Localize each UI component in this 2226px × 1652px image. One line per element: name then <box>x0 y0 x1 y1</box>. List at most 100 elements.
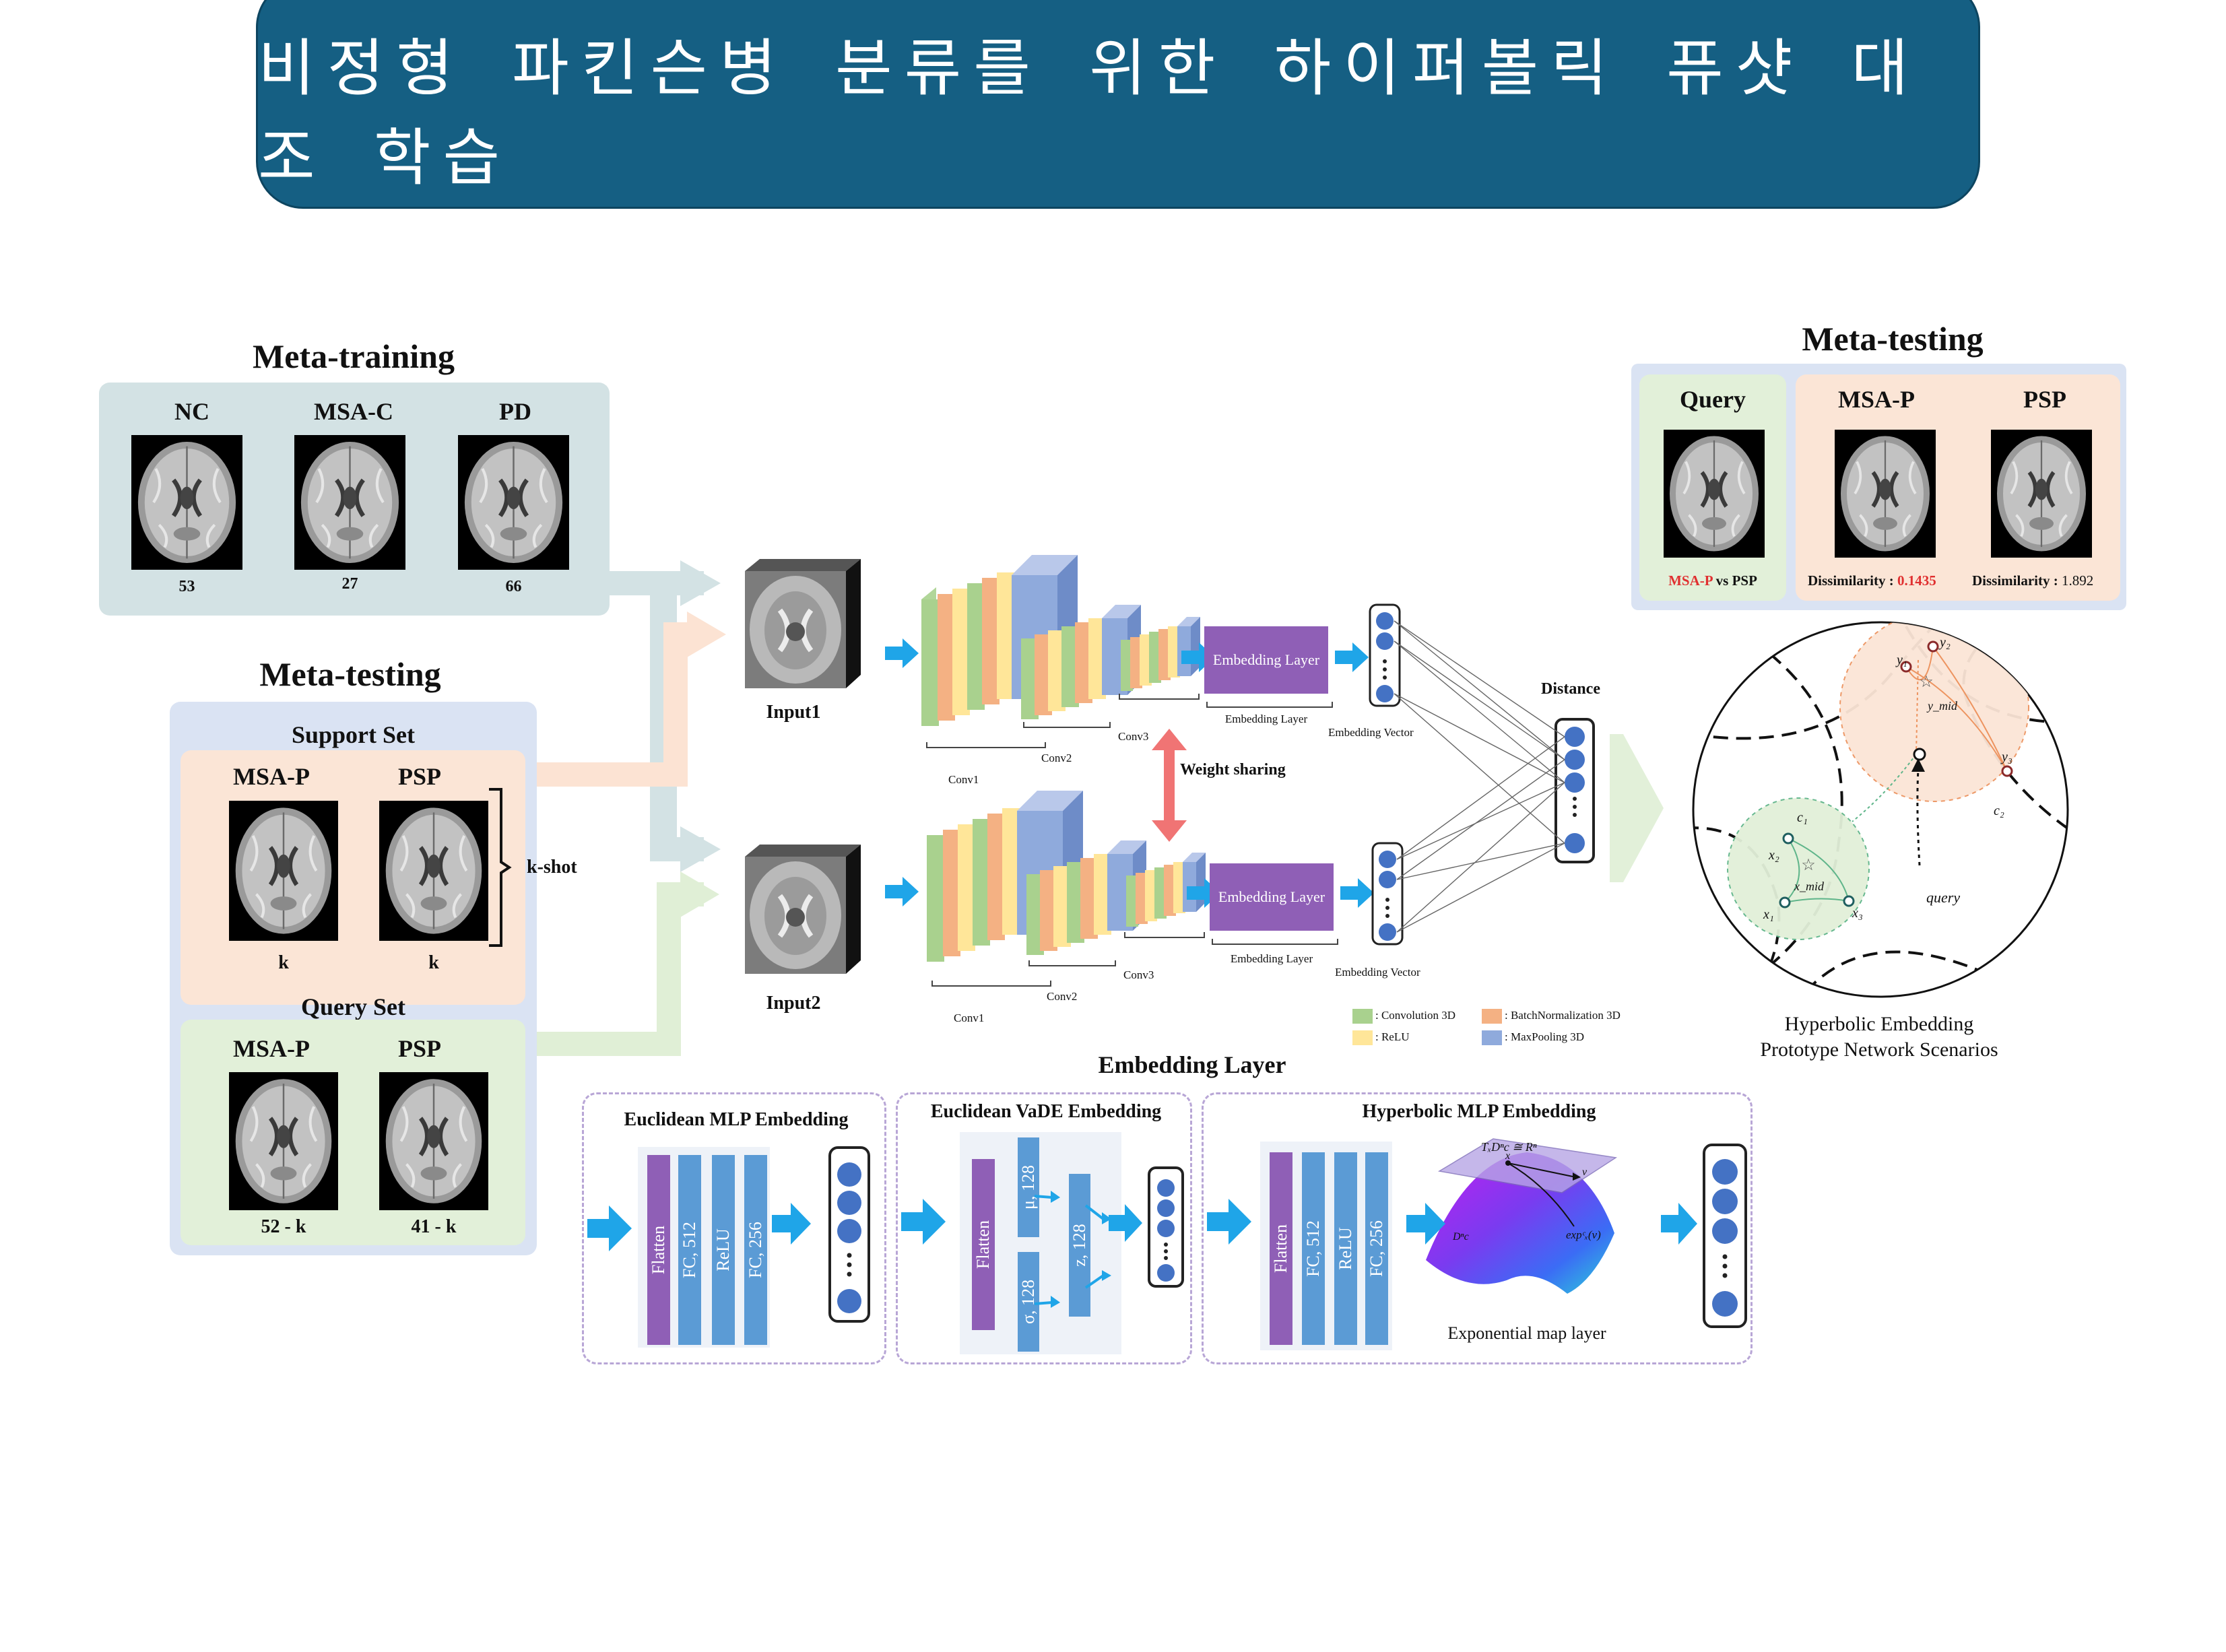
support-count-msa-p: k <box>278 952 289 973</box>
support-set-heading: Support Set <box>291 721 416 748</box>
brain-mri-image <box>379 1072 488 1210</box>
arrow-hmlp-out <box>1678 1203 1697 1245</box>
prototype-panel-right: MSA-P PSP Dissimilarity : 0.1435 Dissimi… <box>1796 374 2120 601</box>
meta-testing-heading-right: Meta-testing <box>1802 320 1984 358</box>
label-y1: y₁ <box>1895 653 1907 667</box>
legend-conv: : Convolution 3D <box>1375 1009 1456 1022</box>
label-y3: y₃ <box>2000 750 2012 764</box>
conv2-label-bottom: Conv2 <box>1047 990 1078 1003</box>
dissimilarity-psp: Dissimilarity : 1.892 <box>1972 572 2093 589</box>
distance-to-hyperbolic-arrow <box>1610 734 1664 882</box>
label-query: query <box>1926 889 1960 906</box>
vade-small-arrow <box>1051 1296 1060 1308</box>
layer-flatten: Flatten <box>972 1159 995 1330</box>
query-caption-right: MSA-P vs PSP <box>1639 572 1786 589</box>
meta-training-panel: NC MSA-C PD 53 27 66 <box>99 383 610 616</box>
weight-sharing-label: Weight sharing <box>1180 761 1286 779</box>
embedding-bracket-top <box>1206 702 1333 708</box>
legend-swatch-relu <box>1352 1030 1373 1045</box>
exponential-map-caption: Exponential map layer <box>1447 1323 1606 1343</box>
arrow-hmlp-mid <box>1425 1203 1445 1245</box>
query-label-msa-p: MSA-P <box>233 1035 310 1062</box>
distance-label: Distance <box>1541 680 1600 698</box>
k-shot-brace <box>489 788 512 947</box>
brain-mri-image <box>1991 430 2092 558</box>
point-x-label: x <box>1505 1150 1510 1162</box>
dissimilarity-msa-p: Dissimilarity : 0.1435 <box>1808 572 1936 589</box>
embedding-layer-heading: Embedding Layer <box>1098 1051 1286 1078</box>
arrow-input1-to-conv <box>885 638 919 668</box>
dissimilarity-label: Dissimilarity : <box>1972 572 2062 589</box>
input2-volume <box>745 845 861 974</box>
legend-pool: : MaxPooling 3D <box>1505 1030 1585 1043</box>
conv1-label-bottom: Conv1 <box>954 1012 985 1024</box>
conv1-label-top: Conv1 <box>948 773 979 786</box>
hyperbolic-mlp-panel: Hyperbolic MLP Embedding Flatten FC, 512… <box>1202 1092 1753 1364</box>
vector-mlp <box>828 1146 870 1323</box>
legend-swatch-pool <box>1482 1030 1502 1045</box>
meta-testing-panel-left: Support Set MSA-P PSP k k Query Set MSA-… <box>170 702 537 1255</box>
support-set-panel: MSA-P PSP k k <box>181 750 525 1005</box>
exponential-map-surface: TₓDⁿc ≅ Rⁿ x v expᶜₓ(v) Dⁿc <box>1426 1138 1618 1294</box>
arrow-mlp-out <box>791 1203 811 1245</box>
layer-fc-256: FC, 256 <box>744 1155 767 1345</box>
vector-distance-diagram <box>1369 603 1595 946</box>
count-pd: 66 <box>505 578 522 595</box>
vade-small-arrow <box>1102 1270 1111 1281</box>
vector-vade <box>1148 1166 1184 1288</box>
query-heading-right: Query <box>1680 386 1746 413</box>
brain-mri-image <box>1835 430 1936 558</box>
class-label-nc: NC <box>174 398 209 425</box>
svg-text:☆: ☆ <box>1919 673 1934 691</box>
vector-v-label: v <box>1582 1166 1587 1178</box>
hyperbolic-caption-line2: Prototype Network Scenarios <box>1760 1038 1998 1061</box>
support-label-msa-p: MSA-P <box>233 763 310 790</box>
dissimilarity-value-psp: 1.892 <box>2061 572 2094 589</box>
hyperbolic-mlp-title: Hyperbolic MLP Embedding <box>1362 1101 1596 1122</box>
embedding-bracket-bottom <box>1212 939 1338 945</box>
euclidean-vade-title: Euclidean VaDE Embedding <box>930 1101 1162 1122</box>
euclidean-mlp-title: Euclidean MLP Embedding <box>624 1109 849 1130</box>
query-set-heading: Query Set <box>301 993 405 1020</box>
layer-relu: ReLU <box>1334 1152 1357 1345</box>
euclidean-vade-panel: Euclidean VaDE Embedding Flatten μ, 128 … <box>896 1092 1192 1364</box>
prototype-region-c2 <box>1839 622 2029 802</box>
title-banner: 비정형 파킨슨병 분류를 위한 하이퍼볼릭 퓨샷 대조 학습 <box>256 0 1980 209</box>
layer-z-128: z, 128 <box>1069 1174 1090 1317</box>
query-label-psp: PSP <box>397 1035 441 1062</box>
support-label-psp: PSP <box>397 763 441 790</box>
class-heading-psp-right: PSP <box>2023 386 2066 413</box>
layer-flatten: Flatten <box>1270 1152 1292 1345</box>
query-set-panel: MSA-P PSP 52 - k 41 - k <box>181 1020 525 1245</box>
class-label-msa-c: MSA-C <box>314 398 393 425</box>
brain-mri-image <box>379 801 488 941</box>
embedding-layer-box-bottom: Embedding Layer <box>1210 863 1334 931</box>
embedding-layer-caption-top: Embedding Layer <box>1224 713 1308 725</box>
query-panel-right: Query MSA-P vs PSP <box>1639 374 1786 601</box>
embedding-vector-label-bottom: Embedding Vector <box>1335 966 1420 979</box>
label-c1: c₁ <box>1797 810 1808 825</box>
label-c2: c₂ <box>1994 803 2004 818</box>
legend-swatch-conv <box>1352 1009 1373 1024</box>
layer-fc-512: FC, 512 <box>1302 1152 1325 1345</box>
k-shot-label: k-shot <box>527 857 577 878</box>
euclidean-mlp-panel: Euclidean MLP Embedding Flatten FC, 512 … <box>582 1092 886 1364</box>
label-x2: x₂ <box>1768 848 1779 863</box>
support-set-flow-arrow <box>525 612 726 787</box>
input1-volume <box>745 559 861 688</box>
conv3-label-top: Conv3 <box>1118 730 1149 743</box>
legend-swatch-bn <box>1482 1009 1502 1024</box>
brain-mri-image <box>229 801 338 941</box>
meta-testing-heading-left: Meta-testing <box>259 655 441 693</box>
page-title: 비정형 파킨슨병 분류를 위한 하이퍼볼릭 퓨샷 대조 학습 <box>258 32 1921 194</box>
input1-label: Input1 <box>766 702 821 723</box>
arrow-input2-to-conv <box>885 877 919 906</box>
query-set-flow-arrow <box>525 871 719 1056</box>
label-x1: x₁ <box>1763 907 1774 922</box>
query-caption-msa-p: MSA-P <box>1668 572 1713 589</box>
label-x3: x₃ <box>1852 906 1863 921</box>
meta-training-heading: Meta-training <box>253 337 455 375</box>
query-caption-vs-psp: vs PSP <box>1712 572 1757 589</box>
class-label-pd: PD <box>499 398 531 425</box>
